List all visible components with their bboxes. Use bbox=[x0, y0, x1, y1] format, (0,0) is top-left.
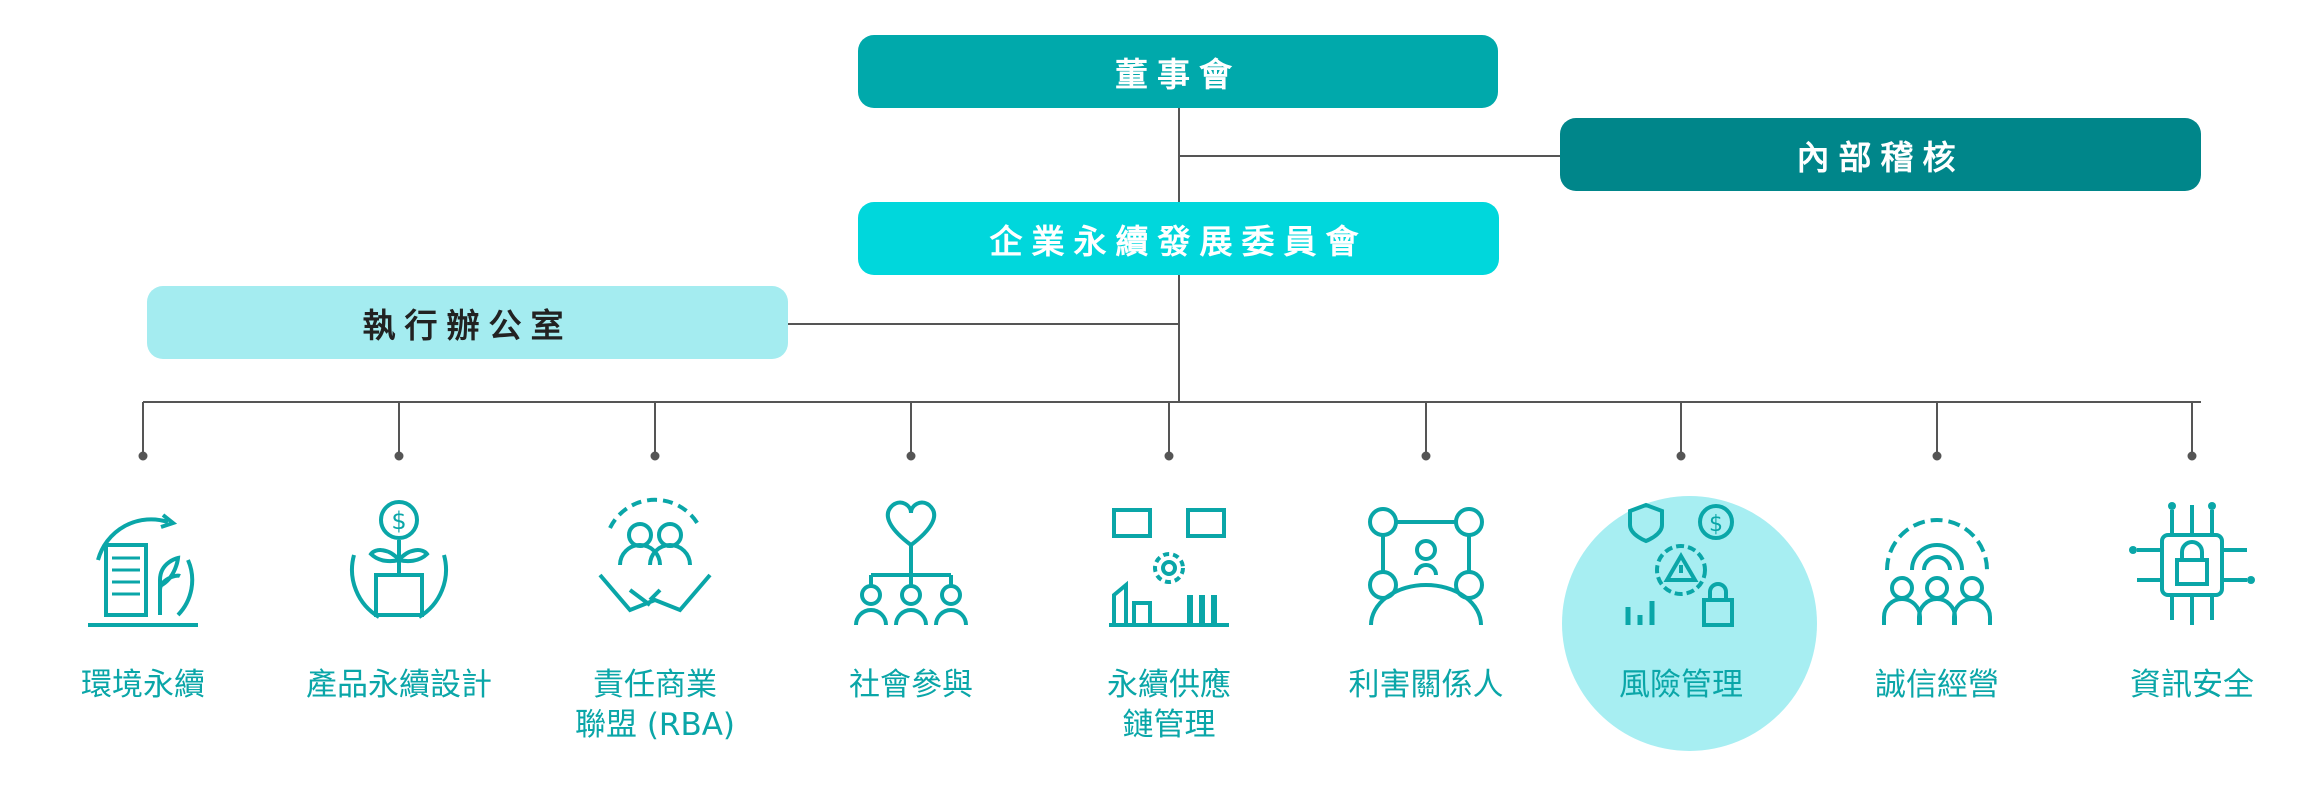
green-building-icon bbox=[88, 513, 198, 627]
integrity-gear-icon bbox=[1882, 518, 1992, 625]
unit-label-line: 風險管理 bbox=[1619, 667, 1743, 703]
unit-label-line: 社會參與 bbox=[849, 667, 973, 703]
unit-label: 利害關係人 bbox=[1326, 665, 1526, 705]
unit-label: 資訊安全 bbox=[2092, 665, 2292, 705]
unit-label-line: 環境永續 bbox=[81, 667, 205, 703]
unit-1: 環境永續 bbox=[43, 490, 243, 705]
unit-4: 社會參與 bbox=[811, 490, 1011, 705]
unit-label: 責任商業聯盟 (RBA) bbox=[555, 665, 755, 745]
svg-text:$: $ bbox=[1709, 512, 1723, 537]
stakeholder-network-icon bbox=[1368, 507, 1484, 626]
community-heart-icon bbox=[854, 500, 968, 626]
internal-audit-box: 內部稽核 bbox=[1560, 118, 2201, 191]
unit-3: 責任商業聯盟 (RBA) bbox=[555, 490, 755, 745]
svg-text:$: $ bbox=[391, 507, 406, 535]
unit-label: 產品永續設計 bbox=[299, 665, 499, 705]
unit-2: $ 產品永續設計 bbox=[299, 490, 499, 705]
unit-label-line: 誠信經營 bbox=[1875, 667, 1999, 703]
sustainability-committee-box: 企業永續發展委員會 bbox=[858, 202, 1499, 275]
unit-6: 利害關係人 bbox=[1326, 490, 1526, 705]
executive-office-box: 執行辦公室 bbox=[147, 286, 788, 359]
cyber-lock-icon bbox=[2129, 502, 2255, 625]
board-of-directors-box: 董事會 bbox=[858, 35, 1498, 108]
unit-label: 風險管理 bbox=[1581, 665, 1781, 705]
supply-chain-icon bbox=[1109, 508, 1229, 627]
unit-label-line: 利害關係人 bbox=[1348, 667, 1504, 703]
unit-label-line: 聯盟 (RBA) bbox=[574, 707, 736, 743]
unit-label-line: 永續供應 bbox=[1107, 667, 1231, 703]
unit-8: 誠信經營 bbox=[1837, 490, 2037, 705]
unit-label-line: 鏈管理 bbox=[1122, 707, 1216, 743]
unit-label-line: 資訊安全 bbox=[2130, 667, 2254, 703]
unit-label-line: 產品永續設計 bbox=[306, 667, 492, 703]
unit-label-line: 責任商業 bbox=[593, 667, 717, 703]
unit-label: 誠信經營 bbox=[1837, 665, 2037, 705]
unit-9: 資訊安全 bbox=[2092, 490, 2292, 705]
unit-label: 環境永續 bbox=[43, 665, 243, 705]
handshake-alliance-icon bbox=[598, 497, 712, 613]
unit-5: 永續供應鏈管理 bbox=[1069, 490, 1269, 745]
unit-label: 社會參與 bbox=[811, 665, 1011, 705]
money-plant-box-icon: $ bbox=[350, 500, 448, 619]
risk-shield-icon: $ bbox=[1625, 502, 1734, 627]
unit-7: $ 風險管理 bbox=[1581, 490, 1781, 705]
unit-label: 永續供應鏈管理 bbox=[1069, 665, 1269, 745]
risk-highlight-circle bbox=[1562, 496, 1817, 751]
